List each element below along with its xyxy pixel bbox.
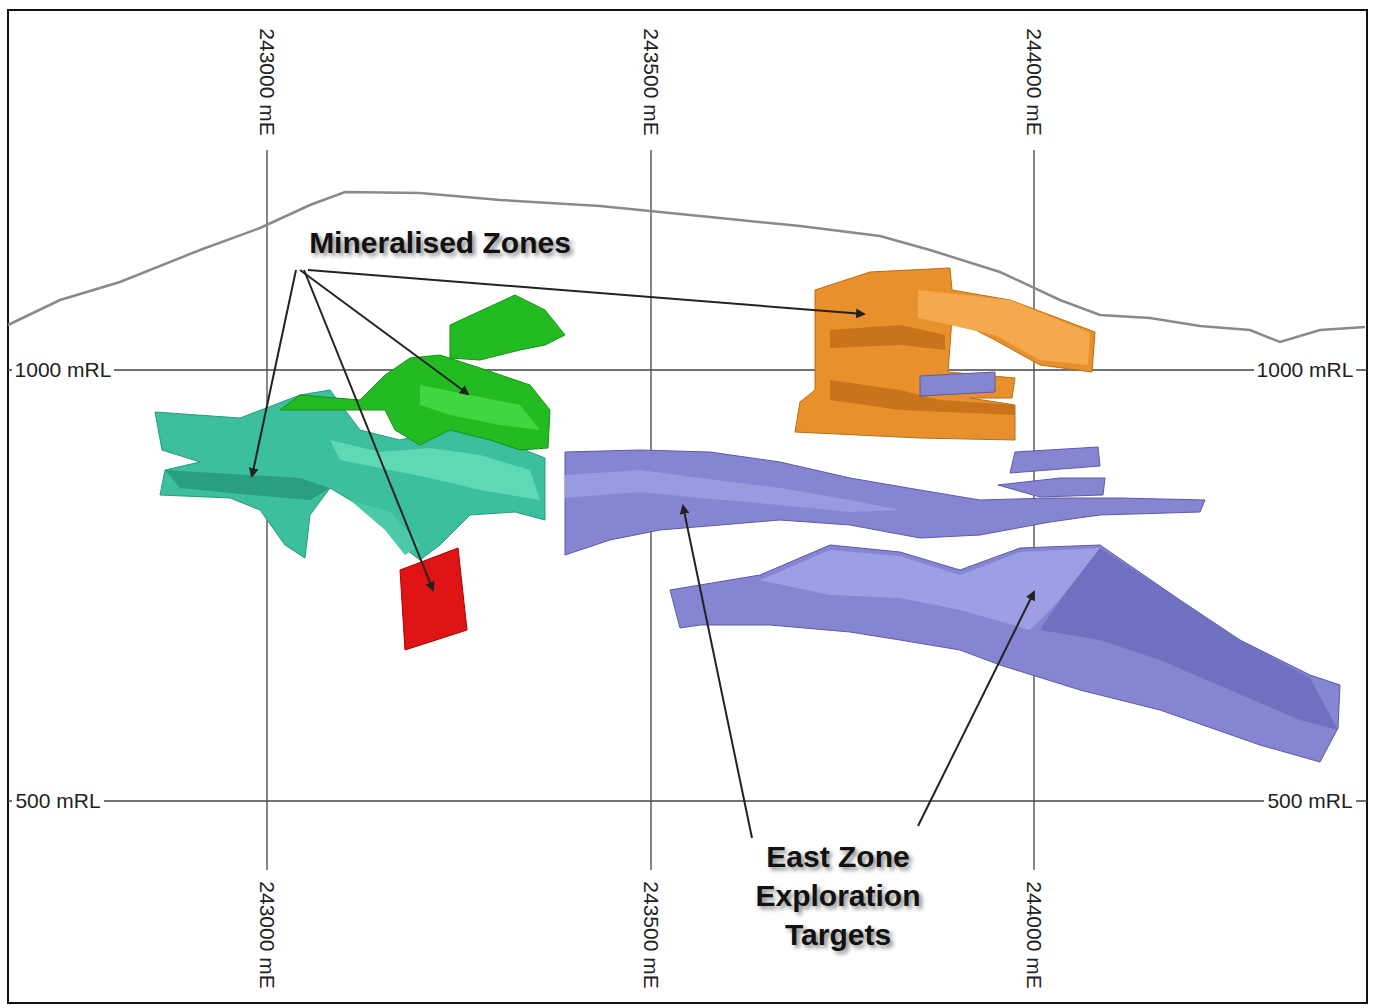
purple-targets [565,372,1340,762]
topography [8,192,1365,342]
orange-zone [795,268,1095,440]
leader-arrows [252,270,1034,838]
easting-label: 244000 mE [1022,25,1046,138]
elevation-label: 500 mRL [1264,789,1355,813]
elevation-label: 1000 mRL [12,358,115,382]
callout-title: East Zone Exploration Targets [738,837,938,954]
grid-lines [8,150,1367,870]
easting-label: 243000 mE [255,878,279,991]
easting-label: 244000 mE [1022,878,1046,991]
frame [8,10,1367,1003]
easting-label: 243000 mE [255,25,279,138]
elevation-label: 500 mRL [12,789,103,813]
red-zone [400,548,467,650]
easting-label: 243500 mE [639,25,663,138]
easting-label: 243500 mE [639,878,663,991]
elevation-label: 1000 mRL [1254,358,1357,382]
callout-title: Mineralised Zones [309,223,571,262]
